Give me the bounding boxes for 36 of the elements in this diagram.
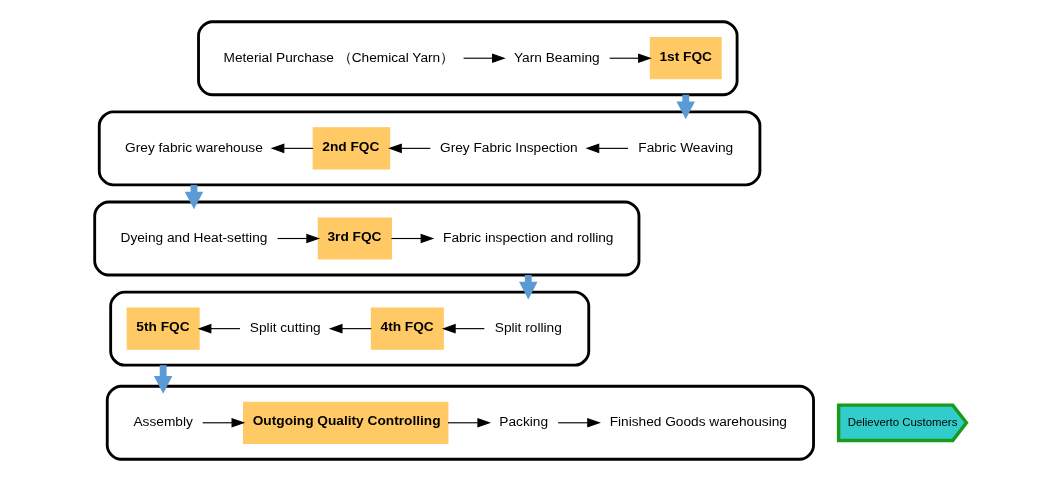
- node-text: Finished Goods warehousing: [609, 414, 787, 430]
- arrow: [270, 143, 314, 154]
- arrow: [447, 418, 492, 428]
- node-box: 4th FQC: [370, 307, 444, 350]
- cluster: [109, 290, 591, 367]
- arrow: [202, 418, 246, 428]
- node-text: Dyeing and Heat-setting: [120, 230, 268, 246]
- node-box: 1st FQC: [649, 37, 722, 80]
- node-box: Outgoing Quality Controlling: [243, 401, 449, 444]
- arrow: [609, 53, 652, 63]
- arrow: [390, 233, 435, 244]
- node-box: 5th FQC: [126, 307, 200, 350]
- arrow: [557, 418, 601, 428]
- cluster: [105, 384, 815, 461]
- arrow: [276, 233, 321, 244]
- node-text: Assembly: [133, 414, 193, 430]
- arrow: [463, 53, 506, 63]
- node-text: Grey fabric warehouse: [125, 139, 263, 155]
- cluster: [93, 200, 641, 277]
- node-text: Split rolling: [494, 320, 562, 336]
- arrow: [328, 323, 372, 334]
- arrow: [585, 143, 629, 154]
- node-text: Yarn Beaming: [513, 49, 600, 65]
- node-text: Grey Fabric Inspection: [440, 139, 578, 155]
- node-text: Fabric inspection and rolling: [443, 230, 614, 246]
- arrow: [442, 323, 485, 334]
- node-text: Fabric Weaving: [638, 139, 734, 155]
- cluster: [97, 110, 762, 187]
- node-box: 2nd FQC: [312, 127, 391, 170]
- node-text: Meterial Purchase （Chemical Yarn）: [223, 49, 455, 65]
- node-text: Split cutting: [249, 320, 321, 336]
- node-text: Packing: [499, 414, 549, 430]
- arrow: [197, 323, 241, 334]
- cluster: [197, 20, 739, 97]
- node-box: 3rd FQC: [317, 217, 392, 260]
- arrow: [388, 143, 431, 154]
